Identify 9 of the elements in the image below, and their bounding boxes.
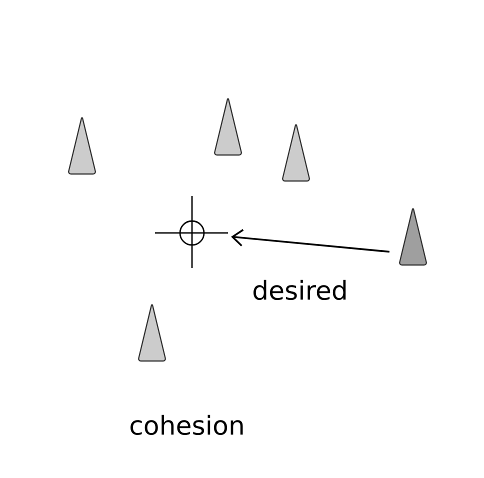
edge-label: desired [254,280,346,300]
crosshair-symbol [154,195,229,269]
boid-triangle [282,124,310,182]
boid-triangle [68,117,96,175]
arrow [231,229,390,253]
boid-triangle [138,304,166,362]
boid-triangle [399,208,427,266]
caption: cohesion [130,414,243,436]
boid-triangle [214,98,242,156]
